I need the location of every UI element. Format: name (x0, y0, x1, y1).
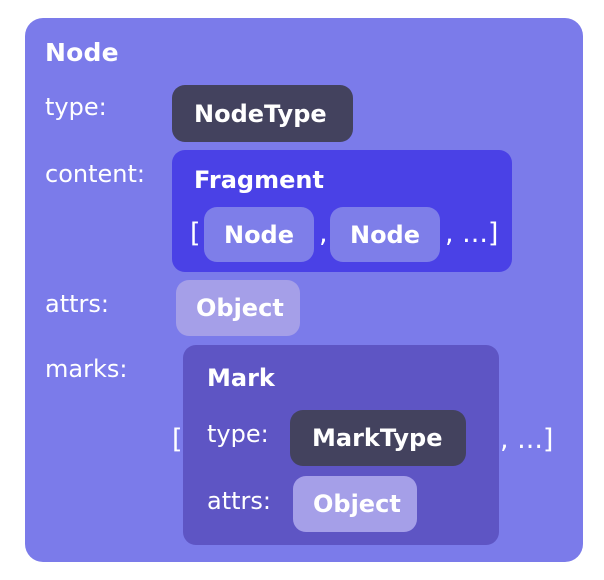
mark-title: Mark (207, 364, 275, 392)
mark-field-label-type: type: (207, 420, 269, 448)
fragment-separator: , (319, 218, 328, 249)
fragment-item-node-1: Node (204, 207, 314, 262)
marks-bracket-close: , ...] (500, 424, 554, 455)
mark-type-box: MarkType (290, 410, 466, 466)
fragment-bracket-open: [ (190, 218, 201, 249)
marks-bracket-open: [ (172, 424, 183, 455)
field-label-attrs: attrs: (45, 290, 109, 318)
field-label-content: content: (45, 160, 145, 188)
field-label-type: type: (45, 93, 107, 121)
mark-attrs-object-pill: Object (293, 476, 417, 532)
node-type-box: NodeType (172, 85, 353, 142)
fragment-title: Fragment (194, 166, 324, 194)
field-label-marks: marks: (45, 355, 128, 383)
attrs-object-pill: Object (176, 280, 300, 336)
fragment-bracket-close: , ...] (445, 218, 499, 249)
node-panel-title: Node (45, 38, 119, 67)
mark-field-label-attrs: attrs: (207, 487, 271, 515)
fragment-item-node-2: Node (330, 207, 440, 262)
